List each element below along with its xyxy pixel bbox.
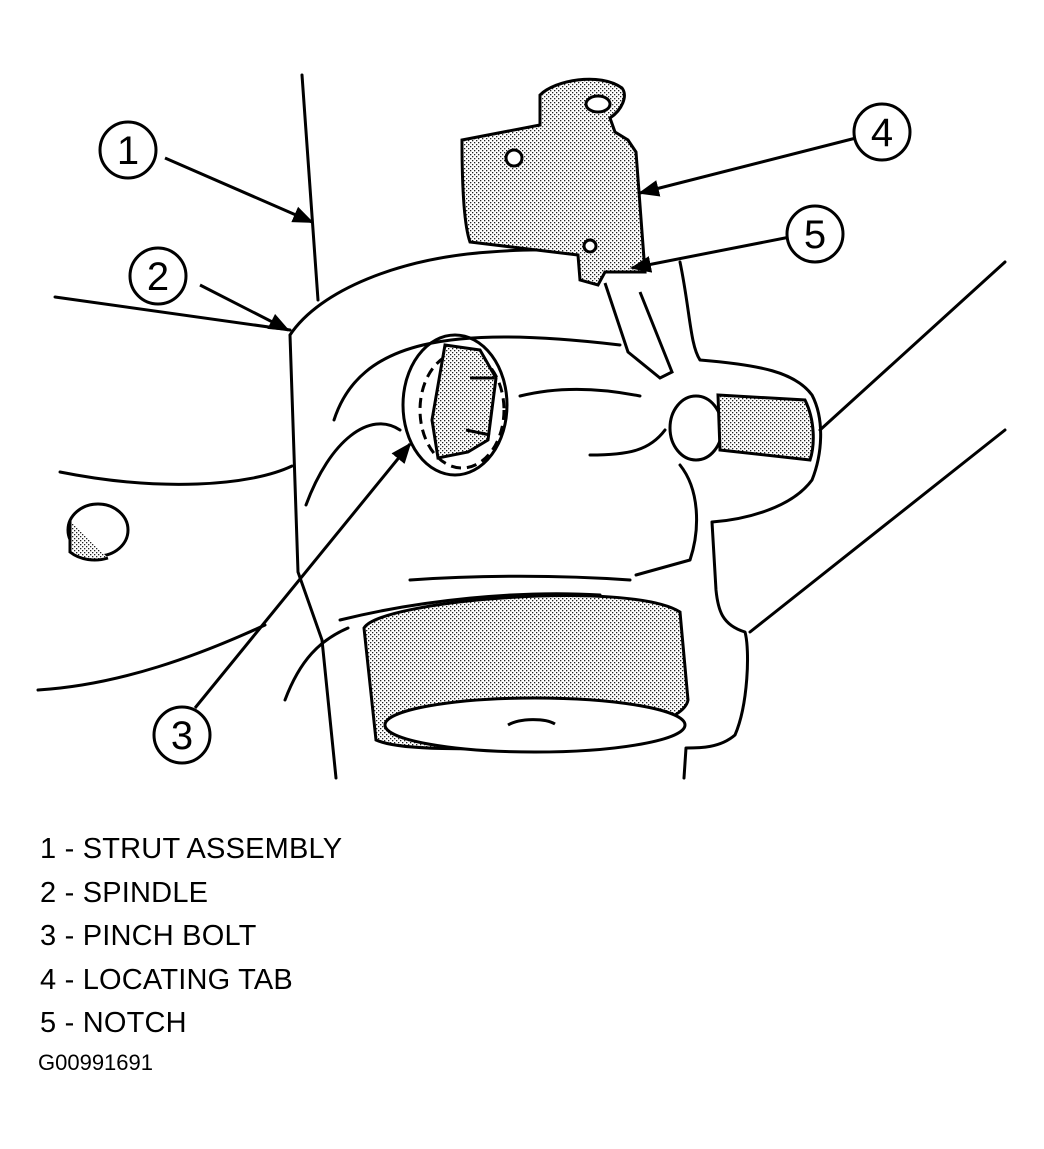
- strut-assembly-line: [300, 73, 320, 302]
- spindle-knob: [668, 394, 724, 462]
- callout-circle-2: [128, 246, 188, 306]
- legend-item: 3 - PINCH BOLT: [40, 920, 257, 952]
- background-line: [36, 623, 267, 692]
- spindle-inner-curve: [408, 574, 632, 582]
- legend-list: 1 - STRUT ASSEMBLY 2 - SPINDLE 3 - PINCH…: [40, 828, 342, 1046]
- spindle-inner-curve: [588, 428, 667, 457]
- legend-item: 4 - LOCATING TAB: [40, 963, 293, 996]
- spindle-inner-curve: [518, 387, 642, 398]
- hub-bearing: [362, 594, 690, 754]
- callout-number-4: 4: [871, 111, 893, 155]
- legend-item: 1 - STRUT ASSEMBLY: [40, 833, 343, 865]
- locating-tab: [460, 77, 647, 287]
- leader-line-5: [629, 235, 791, 273]
- callout-number-3: 3: [171, 714, 193, 758]
- grease-fitting-icon: [66, 502, 130, 562]
- leader-line-1: [164, 156, 314, 224]
- background-line: [818, 260, 1007, 432]
- leader-line-3: [193, 442, 412, 709]
- callout-number-5: 5: [804, 213, 826, 257]
- spindle-inner-curve: [332, 335, 622, 422]
- callout-number-1: 1: [117, 129, 139, 173]
- leader-line-2: [199, 283, 290, 332]
- spindle-inner-curve: [338, 592, 602, 622]
- pinch-bolt-boss: [401, 333, 509, 477]
- spindle-rib: [716, 393, 815, 462]
- callout-circle-4: [852, 102, 912, 162]
- legend-item: 5 - NOTCH: [40, 1007, 187, 1039]
- leader-line-4: [637, 136, 857, 197]
- locating-tab-arm: [603, 282, 674, 380]
- callout-circle-1: [98, 120, 158, 180]
- background-line: [748, 428, 1007, 634]
- spindle-inner-curve: [634, 463, 698, 577]
- pinch-bolt-head: [430, 343, 498, 460]
- callout-circle-5: [785, 204, 845, 264]
- callout-number-2: 2: [147, 255, 169, 299]
- background-line: [53, 295, 292, 332]
- spindle-lower-left: [283, 626, 350, 702]
- spindle-inner-curve: [304, 422, 402, 507]
- background-line: [58, 464, 294, 486]
- strut-spindle-illustration: 1 2 3 4 5: [36, 73, 1007, 780]
- legend-item: 2 - SPINDLE: [40, 876, 209, 909]
- figure-code: G00991691: [38, 1050, 153, 1075]
- spindle-right-side: [678, 260, 823, 780]
- callout-circle-3: [152, 705, 212, 765]
